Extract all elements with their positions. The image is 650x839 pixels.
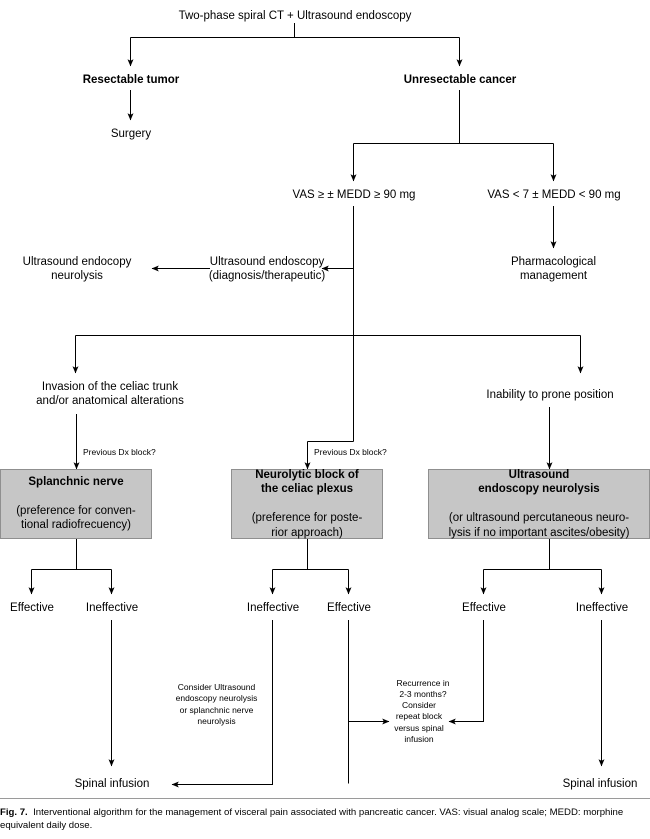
- label-previous-dx-block-2: Previous Dx block?: [314, 447, 387, 457]
- node-ultrasound-endoscopy: Ultrasound endoscopy (diagnosis/therapeu…: [208, 256, 326, 283]
- box-neurolytic-subtext: (preference for poste- rior approach): [251, 512, 363, 539]
- node-unresectable-cancer: Unresectable cancer: [403, 74, 517, 86]
- caption-divider: [0, 798, 650, 799]
- label-effective-2: Effective: [327, 602, 371, 614]
- node-surgery: Surgery: [110, 128, 152, 140]
- node-pharmacological-management: Pharmacological management: [510, 256, 596, 283]
- box-splanchnic-nerve[interactable]: Splanchnic nerve (preference for conven-…: [0, 469, 152, 539]
- box-neurolytic-heading: Neurolytic block of the celiac plexus: [255, 468, 359, 496]
- figure-number: Fig. 7.: [0, 807, 28, 818]
- figure-caption-text: Interventional algorithm for the managem…: [0, 807, 624, 832]
- node-root: Two-phase spiral CT + Ultrasound endosco…: [178, 10, 412, 22]
- box-splanchnic-subtext: (preference for conven- tional radiofrec…: [16, 505, 136, 532]
- label-previous-dx-block-1: Previous Dx block?: [83, 447, 156, 457]
- node-ultrasound-endocopy-neurolysis: Ultrasound endocopy neurolysis: [22, 256, 132, 283]
- note-recurrence: Recurrence in 2-3 months?: [396, 678, 450, 700]
- box-ultrasound-endoscopy-neurolysis[interactable]: Ultrasound endoscopy neurolysis (or ultr…: [428, 469, 650, 539]
- box-neurolytic-block[interactable]: Neurolytic block of the celiac plexus (p…: [231, 469, 383, 539]
- node-inability-prone-position: Inability to prone position: [486, 389, 614, 401]
- note-consider-repeat-block: Consider repeat block versus spinal infu…: [394, 700, 444, 745]
- label-ineffective-2: Ineffective: [246, 602, 300, 614]
- label-ineffective-1: Ineffective: [85, 602, 139, 614]
- node-invasion-celiac-trunk: Invasion of the celiac trunk and/or anat…: [36, 381, 184, 408]
- node-spinal-infusion-right: Spinal infusion: [562, 778, 638, 790]
- node-spinal-infusion-left: Spinal infusion: [74, 778, 150, 790]
- label-effective-3: Effective: [462, 602, 506, 614]
- node-vas-low: VAS < 7 ± MEDD < 90 mg: [487, 189, 621, 201]
- node-vas-high: VAS ≥ ± MEDD ≥ 90 mg: [292, 189, 416, 201]
- label-ineffective-3: Ineffective: [575, 602, 629, 614]
- box-ultrasound-subtext: (or ultrasound percutaneous neuro- lysis…: [448, 512, 630, 539]
- label-effective-1: Effective: [10, 602, 54, 614]
- node-resectable-tumor: Resectable tumor: [82, 74, 180, 86]
- box-ultrasound-heading: Ultrasound endoscopy neurolysis: [478, 468, 600, 496]
- figure-caption: Fig. 7. Interventional algorithm for the…: [0, 806, 650, 832]
- note-consider-ultrasound: Consider Ultrasound endoscopy neurolysis…: [175, 682, 258, 727]
- box-splanchnic-heading: Splanchnic nerve: [28, 476, 124, 489]
